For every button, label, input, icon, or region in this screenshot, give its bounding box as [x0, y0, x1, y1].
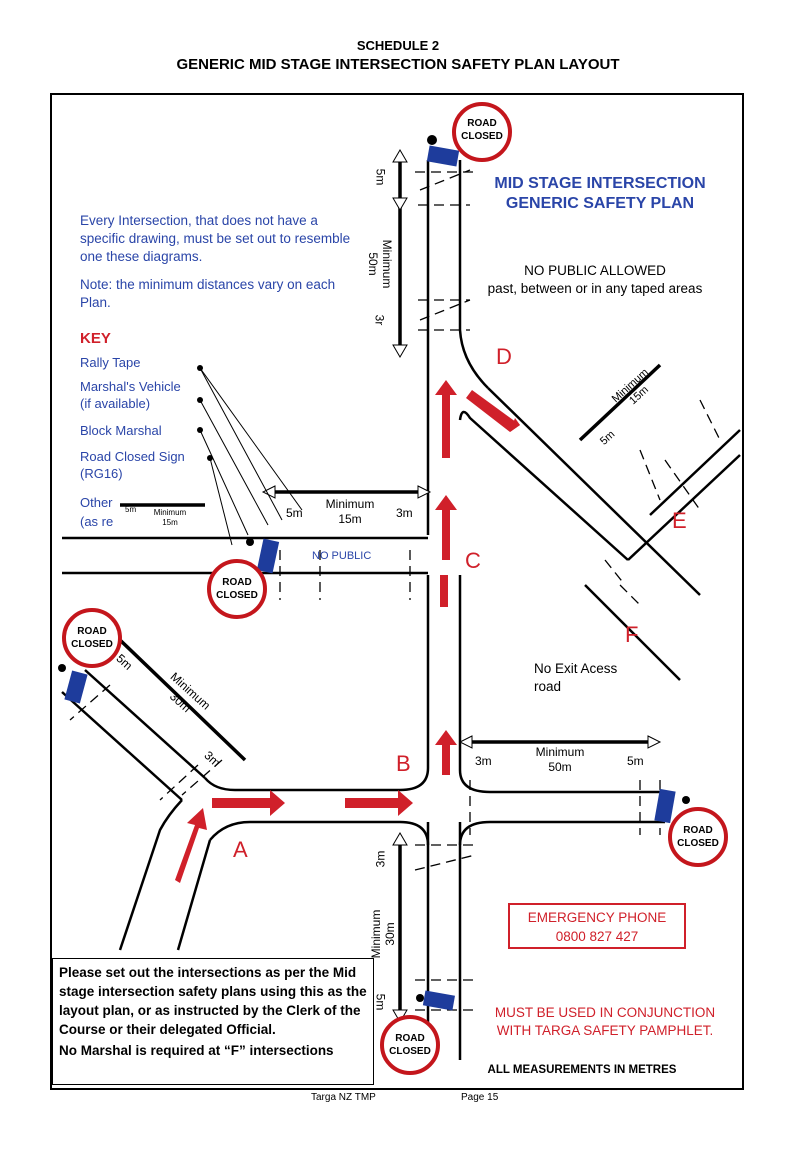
rally-tape [69, 169, 721, 1011]
vehicle-icon [64, 670, 88, 704]
footer-left: Targa NZ TMP [311, 1092, 376, 1103]
vehicle-icon [422, 990, 455, 1011]
road-closed-sign [62, 608, 122, 668]
key-block-marshal: Block Marshal [80, 423, 162, 438]
diagram-frame [50, 93, 744, 1090]
arrow-diag-d [466, 390, 520, 432]
all-measurements-note: ALL MEASUREMENTS IN METRES [487, 1064, 677, 1076]
vehicle-icon [256, 538, 280, 574]
key-leaders [199, 367, 303, 546]
traffic-arrows [175, 380, 520, 883]
label-b: B [396, 751, 411, 776]
measure-5m-key: 5m [125, 505, 137, 514]
measure-3m-c: 3m [396, 506, 413, 520]
intro-note: Note: the minimum distances vary on each… [80, 277, 336, 310]
arrow-up-b [435, 730, 457, 775]
label-e: E [672, 508, 687, 533]
road-closed-sign [668, 807, 728, 867]
no-public-fragment: NO PUBLIC [312, 550, 372, 562]
label-c: C [465, 548, 481, 573]
arrow-right-a2 [345, 790, 413, 816]
block-marshals [58, 135, 690, 1002]
measure-lines [118, 160, 662, 1010]
measure-5m-b: 5m [627, 754, 644, 768]
measure-arrows [261, 149, 662, 1023]
intro-text: Every Intersection, that does not have a… [80, 213, 351, 264]
key-heading: KEY [80, 330, 111, 347]
label-a: A [233, 837, 248, 862]
measure-5m-c: 5m [286, 506, 303, 520]
footer-page: Page 15 [461, 1092, 499, 1103]
key-road-closed-sign: Road Closed Sign [80, 449, 185, 464]
arrow-up-a [175, 808, 207, 883]
arrow-up-c [435, 495, 457, 560]
vehicle-icon [654, 788, 676, 824]
marshal-vehicles [64, 145, 676, 1011]
road-closed-signs [62, 102, 728, 1075]
road-edges [61, 160, 741, 1060]
road-closed-sign [452, 102, 512, 162]
road-closed-sign [380, 1015, 440, 1075]
arrow-right-a1 [212, 790, 285, 816]
measure-5m-top: 5m [373, 168, 388, 186]
label-d: D [496, 344, 512, 369]
page-title: GENERIC MID STAGE INTERSECTION SAFETY PL… [176, 56, 620, 73]
measure-3m-bottom: 3m [373, 850, 388, 868]
measure-5m-bottom: 5m [373, 993, 388, 1011]
key-other: Other [80, 495, 113, 510]
key-road-closed-code: (RG16) [80, 466, 123, 481]
vehicle-icon [426, 145, 460, 167]
key-other-note: (as re [80, 514, 114, 529]
instructions-text: Please set out the intersections as per … [59, 965, 367, 1037]
arrow-up-d [435, 380, 457, 458]
road-closed-sign [207, 559, 267, 619]
instructions-box: Please set out the intersections as per … [52, 958, 374, 1085]
measure-3m-b: 3m [475, 754, 492, 768]
instructions-note: No Marshal is required at “F” intersecti… [59, 1043, 334, 1058]
key-marshal-vehicle: Marshal's Vehicle [80, 379, 181, 394]
label-f: F [625, 622, 639, 647]
key-rally-tape: Rally Tape [80, 355, 141, 370]
key-marshal-vehicle-note: (if available) [80, 396, 151, 411]
schedule-label: SCHEDULE 2 [356, 38, 440, 53]
measure-3m-top: 3r [372, 314, 387, 326]
